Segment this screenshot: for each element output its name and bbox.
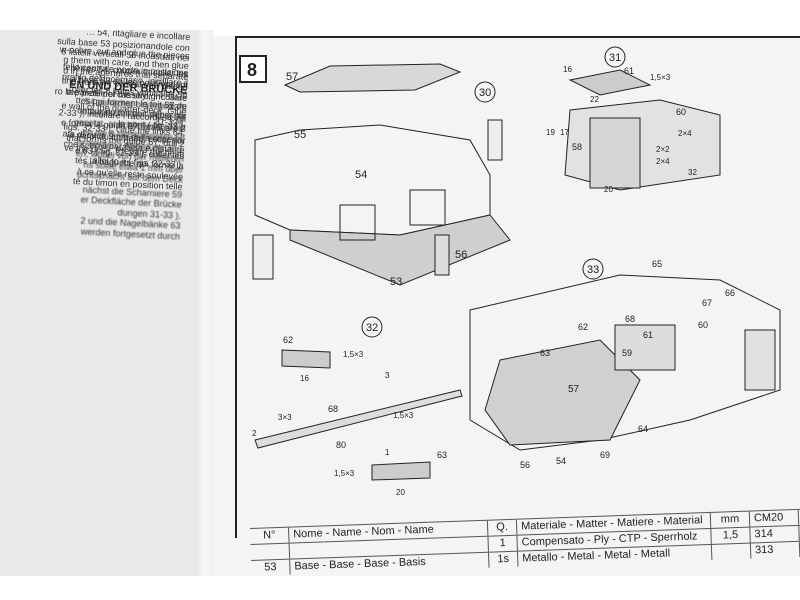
cell: 1,5 — [711, 527, 751, 544]
svg-text:67: 67 — [702, 298, 712, 308]
svg-text:22: 22 — [590, 95, 599, 104]
svg-text:56: 56 — [520, 460, 530, 470]
svg-text:69: 69 — [600, 450, 610, 460]
svg-text:63: 63 — [437, 450, 447, 460]
svg-text:59: 59 — [622, 348, 632, 358]
svg-text:17: 17 — [560, 128, 569, 137]
svg-text:63: 63 — [540, 348, 550, 358]
bottom-margin — [0, 578, 800, 600]
svg-text:55: 55 — [294, 129, 306, 141]
svg-text:19: 19 — [546, 128, 555, 137]
svg-text:1,5×3: 1,5×3 — [650, 73, 671, 82]
svg-text:1,5×3: 1,5×3 — [334, 469, 355, 478]
header-code: CM20 — [749, 509, 800, 527]
cell: 1s — [489, 551, 519, 568]
svg-text:20: 20 — [604, 185, 613, 194]
roof-part — [568, 69, 652, 96]
svg-text:2×4: 2×4 — [678, 129, 692, 138]
svg-text:1: 1 — [385, 448, 390, 457]
figure-circle — [582, 258, 604, 280]
bridge-box — [614, 324, 676, 371]
book-gutter — [195, 30, 213, 576]
cell: 53 — [251, 559, 291, 576]
base-plate — [289, 214, 511, 286]
cabin-door — [589, 117, 641, 189]
svg-text:16: 16 — [300, 374, 309, 383]
svg-text:16: 16 — [563, 65, 572, 74]
svg-text:61: 61 — [643, 330, 653, 340]
svg-text:31: 31 — [609, 52, 621, 64]
svg-text:53: 53 — [390, 276, 402, 288]
post — [434, 234, 450, 276]
svg-text:2: 2 — [252, 429, 257, 438]
window — [339, 204, 376, 241]
svg-text:60: 60 — [698, 320, 708, 330]
svg-text:68: 68 — [625, 314, 635, 324]
part-labels: 57 30 31 55 54 53 56 16 61 1,5×3 22 60 1… — [252, 52, 735, 497]
header-quantity: Q. — [487, 519, 518, 536]
plate-number-box — [239, 55, 267, 83]
plate-number: 8 — [247, 60, 257, 80]
svg-text:68: 68 — [328, 404, 338, 414]
figure-circle — [474, 81, 496, 103]
svg-text:1,5×3: 1,5×3 — [393, 411, 414, 420]
door — [487, 119, 503, 161]
cell: 313 — [750, 541, 800, 559]
svg-text:60: 60 — [676, 107, 686, 117]
roof-piece — [283, 63, 462, 93]
svg-text:2×4: 2×4 — [656, 157, 670, 166]
svg-text:33: 33 — [587, 264, 599, 276]
svg-text:30: 30 — [479, 87, 491, 99]
hull-outline — [469, 274, 781, 451]
svg-text:66: 66 — [725, 288, 735, 298]
cell: 314 — [750, 525, 800, 543]
svg-text:54: 54 — [355, 169, 367, 181]
svg-text:56: 56 — [455, 249, 467, 261]
figure-circle — [361, 316, 383, 338]
skylight — [484, 339, 641, 446]
svg-text:80: 80 — [336, 440, 346, 450]
svg-text:20: 20 — [396, 488, 405, 497]
bridge-walls — [254, 124, 491, 236]
svg-text:64: 64 — [638, 424, 648, 434]
header-mm: mm — [710, 511, 751, 528]
window — [409, 189, 446, 226]
svg-text:32: 32 — [688, 168, 697, 177]
svg-text:57: 57 — [286, 71, 298, 83]
svg-text:54: 54 — [556, 456, 566, 466]
door — [252, 234, 274, 280]
svg-text:57: 57 — [568, 384, 580, 395]
svg-text:58: 58 — [572, 142, 582, 152]
cell — [250, 543, 291, 560]
tiller-68 — [254, 389, 463, 449]
svg-text:62: 62 — [283, 335, 293, 345]
stern-window — [744, 329, 776, 391]
figure-circle — [604, 46, 626, 68]
cell: 1 — [488, 535, 518, 552]
svg-text:2×2: 2×2 — [656, 145, 670, 154]
svg-text:65: 65 — [652, 259, 662, 269]
svg-text:62: 62 — [578, 322, 588, 332]
svg-text:32: 32 — [366, 322, 378, 334]
svg-text:3: 3 — [385, 371, 390, 380]
svg-text:61: 61 — [624, 66, 634, 76]
cell — [711, 543, 752, 560]
part-63 — [371, 461, 431, 481]
header-number: N° — [250, 527, 290, 544]
part-62 — [281, 349, 331, 369]
drawing-frame — [235, 36, 800, 538]
svg-text:1,5×3: 1,5×3 — [343, 350, 364, 359]
svg-text:3×3: 3×3 — [278, 413, 292, 422]
